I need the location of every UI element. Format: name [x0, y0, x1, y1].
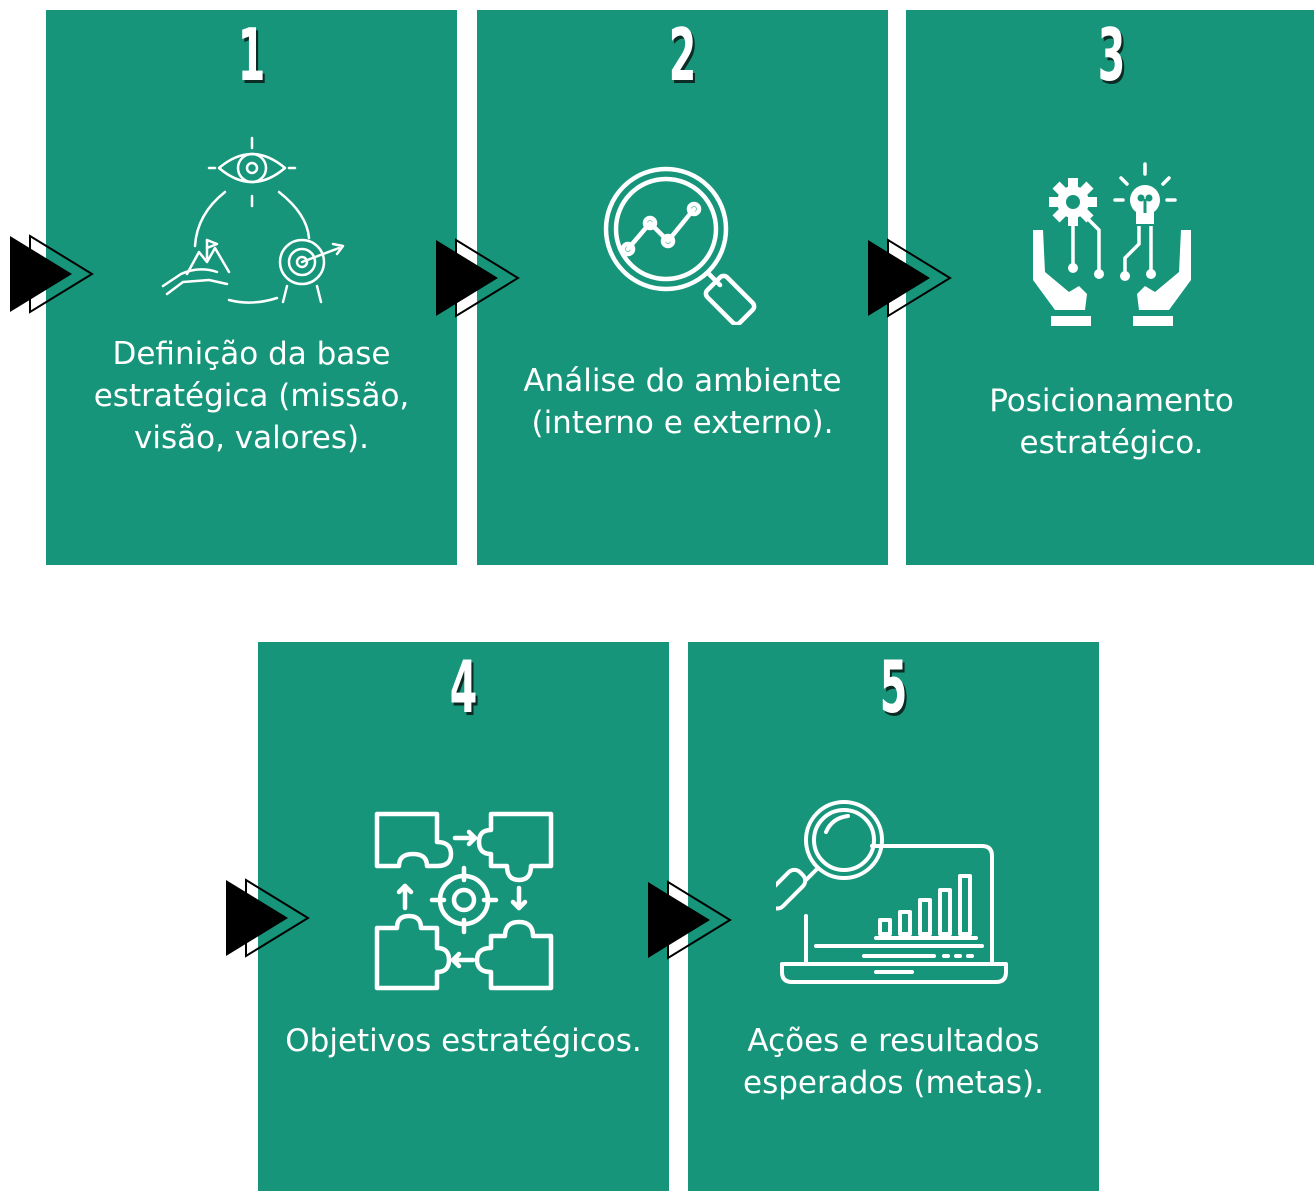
step-label: Posicionamento estratégico.	[989, 383, 1234, 461]
step-card-1: 1 Definição da base estratégica (missão,…	[46, 10, 457, 565]
step-card-2: 2 Análise do ambiente (interno e externo…	[477, 10, 888, 565]
step-card-5: 5 Ações e resultados esperados (metas).	[688, 642, 1099, 1191]
play-arrow-icon	[648, 880, 732, 960]
magnifier-chart-icon	[603, 166, 756, 325]
step-number: 5	[879, 645, 908, 729]
step-label: Objetivos estratégicos.	[285, 1023, 642, 1059]
step-label: Análise do ambiente (interno e externo).	[523, 363, 842, 441]
laptop-analytics-icon	[775, 800, 1008, 984]
step-card-4: 4 Objetivos estratégicos.	[258, 642, 669, 1191]
mission-vision-values-icon	[161, 136, 344, 304]
step-label: Definição da base estratégica (missão, v…	[93, 336, 410, 456]
puzzle-target-icon	[374, 811, 553, 991]
play-arrow-icon	[226, 878, 310, 958]
step-number: 3	[1097, 13, 1126, 97]
play-arrow-icon	[436, 238, 520, 318]
step-number: 1	[237, 13, 266, 97]
step-card-3: 3	[906, 10, 1314, 565]
step-label: Ações e resultados esperados (metas).	[743, 1023, 1044, 1101]
step-number: 2	[668, 13, 697, 97]
hands-gear-bulb-icon	[1032, 162, 1191, 326]
play-arrow-icon	[868, 238, 952, 318]
play-arrow-icon	[10, 234, 94, 314]
step-number: 4	[449, 645, 478, 729]
